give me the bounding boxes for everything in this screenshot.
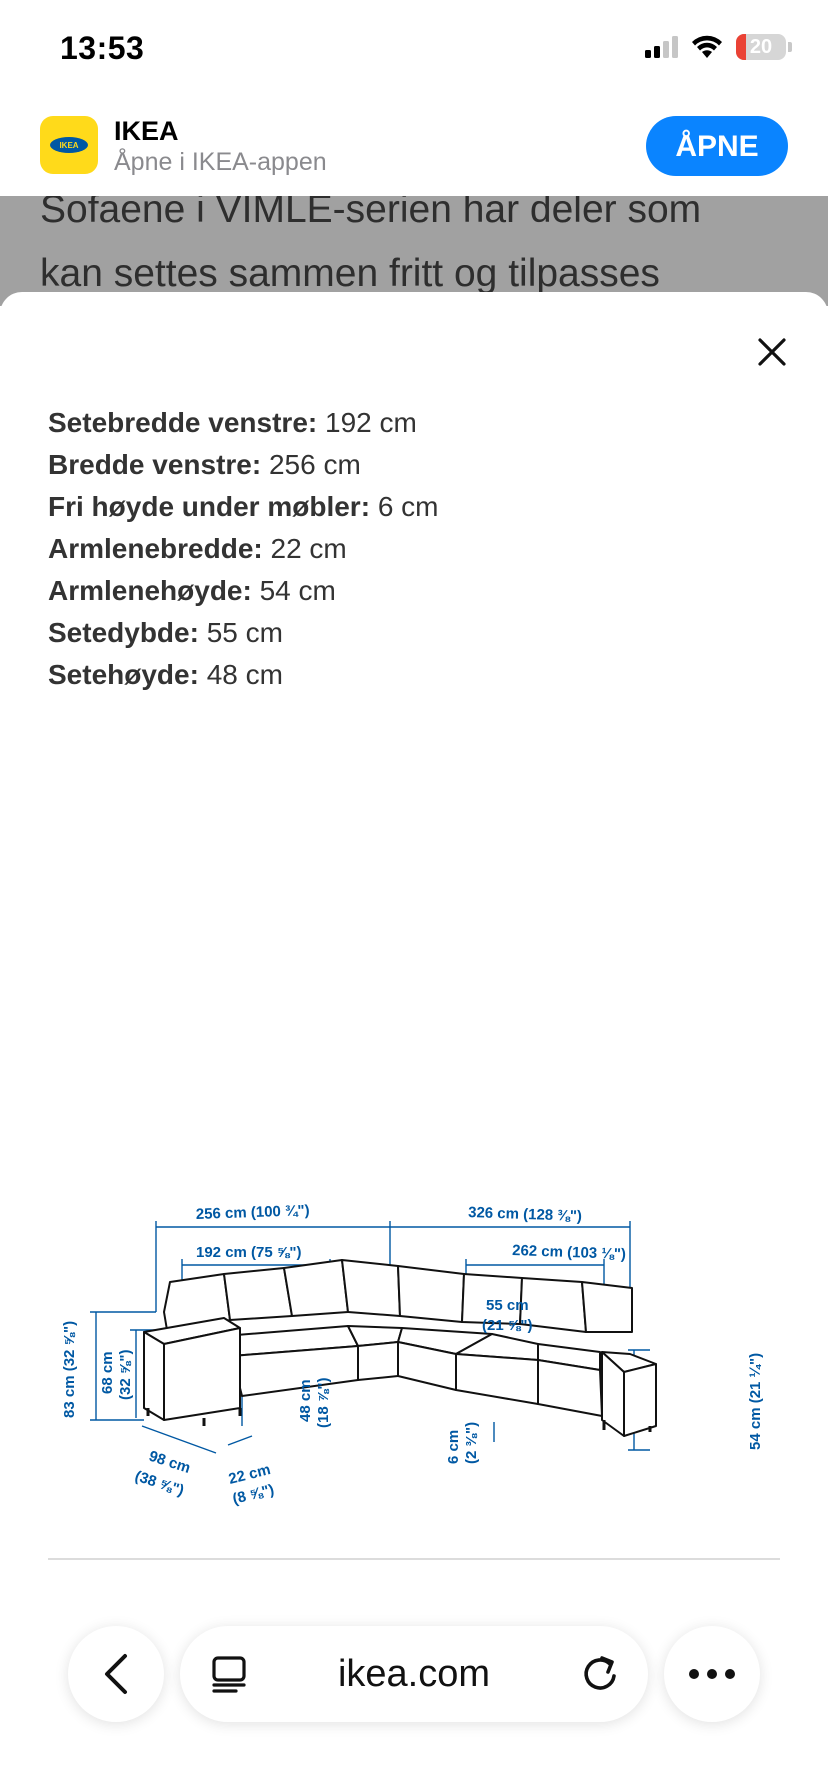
sofa-illustration xyxy=(143,1259,657,1437)
status-icons: 20 xyxy=(644,34,792,60)
more-icon xyxy=(689,1669,735,1679)
clearance-cm-label: 6 cm xyxy=(445,1430,462,1464)
spec-value: 48 cm xyxy=(206,659,283,690)
background-article-line: kan settes sammen fritt og tilpasses xyxy=(40,252,660,295)
battery-charging-icon: 20 xyxy=(736,34,786,60)
seat-width-left-label: 192 cm (75 ⅝") xyxy=(196,1244,302,1261)
dimensions-list: Setebredde venstre: 192 cm Bredde venstr… xyxy=(48,402,788,696)
wifi-icon xyxy=(692,35,722,58)
spec-label: Setehøyde: xyxy=(48,659,199,690)
divider xyxy=(48,1558,780,1560)
spec-label: Bredde venstre: xyxy=(48,449,262,480)
armrest-height-label: 54 cm (21 ¼") xyxy=(747,1353,764,1450)
battery-level-text: 20 xyxy=(749,36,773,58)
browser-toolbar: ikea.com xyxy=(0,1612,828,1792)
spec-row: Bredde venstre: 256 cm xyxy=(48,444,788,486)
ikea-logo: IKEA xyxy=(50,137,88,153)
battery-level-fill xyxy=(736,34,746,60)
dimensions-sheet: Setebredde venstre: 192 cm Bredde venstr… xyxy=(0,292,828,1792)
reload-icon[interactable] xyxy=(580,1652,620,1696)
spec-value: 256 cm xyxy=(268,449,361,480)
close-button[interactable] xyxy=(748,328,796,376)
background-article-line: Sofaene i VIMLE-serien har deler som xyxy=(40,196,702,231)
cellular-signal-icon xyxy=(645,36,678,58)
status-bar: 13:53 20 xyxy=(0,0,828,100)
chevron-left-icon xyxy=(105,1654,127,1694)
spec-label: Setebredde venstre: xyxy=(48,407,318,438)
sofa-dimension-diagram: 256 cm (100 ¾") 326 cm (128 ⅜") 192 cm (… xyxy=(61,1202,764,1508)
app-name: IKEA xyxy=(114,116,179,146)
seat-width-right-label: 262 cm (103 ⅛") xyxy=(512,1242,626,1263)
back-height-cm-label: 68 cm xyxy=(99,1351,116,1394)
seat-height-in-label: (18 ⅞") xyxy=(315,1378,332,1428)
url-text: ikea.com xyxy=(337,1653,491,1695)
ikea-app-icon[interactable]: IKEA xyxy=(40,116,98,174)
seat-height-cm-label: 48 cm xyxy=(297,1379,314,1422)
clearance-in-label: (2 ⅜") xyxy=(463,1422,480,1464)
spec-row: Setehøyde: 48 cm xyxy=(48,654,788,696)
app-banner: IKEA IKEA Åpne i IKEA-appen ÅPNE xyxy=(0,100,828,196)
more-button[interactable] xyxy=(664,1626,760,1722)
width-right-label: 326 cm (128 ⅜") xyxy=(468,1204,582,1225)
back-height-in-label: (32 ⅝") xyxy=(117,1350,134,1400)
seat-depth-in-label: (21 ⅝") xyxy=(482,1317,532,1334)
open-app-button[interactable]: ÅPNE xyxy=(646,116,788,176)
address-bar[interactable]: ikea.com xyxy=(180,1626,648,1722)
spec-row: Setebredde venstre: 192 cm xyxy=(48,402,788,444)
spec-label: Armlenebredde: xyxy=(48,533,263,564)
app-subtitle: Åpne i IKEA-appen xyxy=(114,148,327,176)
spec-label: Setedybde: xyxy=(48,617,199,648)
dimmed-background[interactable]: Sofaene i VIMLE-serien har deler som kan… xyxy=(0,196,828,306)
spec-row: Fri høyde under møbler: 6 cm xyxy=(48,486,788,528)
width-left-label: 256 cm (100 ¾") xyxy=(196,1202,310,1223)
spec-row: Armlenehøyde: 54 cm xyxy=(48,570,788,612)
background-article-text: Sofaene i VIMLE-serien har deler som kan… xyxy=(40,196,800,306)
spec-value: 54 cm xyxy=(259,575,336,606)
spec-label: Armlenehøyde: xyxy=(48,575,252,606)
status-time: 13:53 xyxy=(60,30,145,66)
spec-row: Armlenebredde: 22 cm xyxy=(48,528,788,570)
spec-row: Setedybde: 55 cm xyxy=(48,612,788,654)
seat-depth-cm-label: 55 cm xyxy=(486,1297,529,1314)
spec-value: 192 cm xyxy=(325,407,417,438)
spec-label: Fri høyde under møbler: xyxy=(48,491,371,522)
spec-value: 22 cm xyxy=(270,533,347,564)
back-button[interactable] xyxy=(68,1626,164,1722)
total-height-label: 83 cm (32 ⅝") xyxy=(61,1321,78,1418)
close-icon xyxy=(758,338,786,366)
reader-mode-icon[interactable] xyxy=(210,1654,248,1694)
spec-value: 6 cm xyxy=(377,491,439,522)
spec-value: 55 cm xyxy=(206,617,283,648)
battery-tip xyxy=(788,42,792,52)
